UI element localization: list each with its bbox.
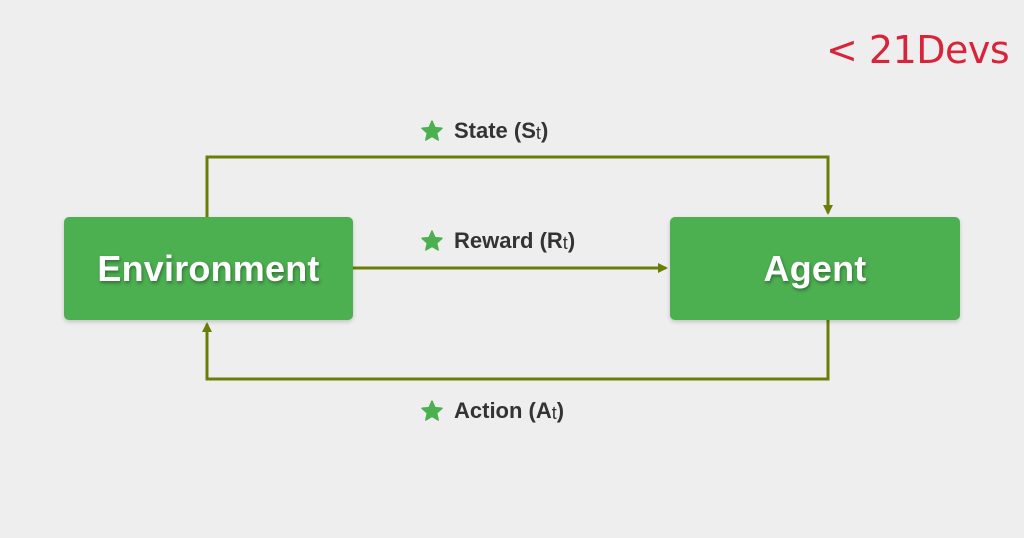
reward-text: Reward (R xyxy=(454,228,563,253)
state-text: State (S xyxy=(454,118,536,143)
reward-suffix: ) xyxy=(567,228,576,253)
action-text: Action (A xyxy=(454,398,552,423)
star-icon xyxy=(421,230,443,251)
action-arrow xyxy=(202,320,830,381)
state-suffix: ) xyxy=(540,118,549,143)
action-suffix: ) xyxy=(556,398,565,423)
environment-label: Environment xyxy=(97,247,320,289)
brand-logo: < 21Devs xyxy=(826,28,1010,72)
agent-label: Agent xyxy=(763,247,867,289)
reward-subscript: t xyxy=(562,232,568,253)
environment-node: Environment xyxy=(64,217,353,320)
star-icon xyxy=(421,400,443,421)
state-arrow xyxy=(205,155,833,217)
state-subscript: t xyxy=(535,122,541,143)
action-subscript: t xyxy=(551,402,557,423)
star-icon xyxy=(421,120,443,141)
agent-node: Agent xyxy=(670,217,960,320)
